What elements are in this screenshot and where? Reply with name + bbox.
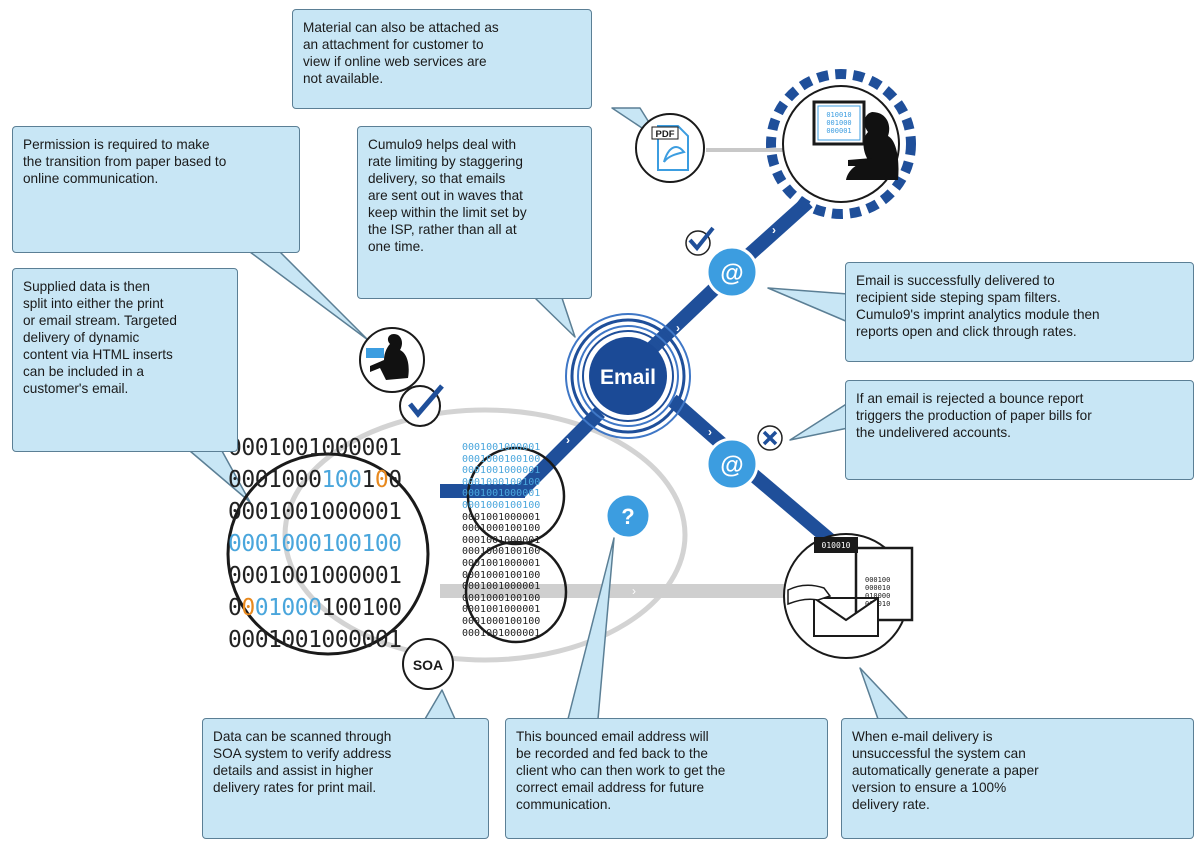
- callout-soa: Data can be scanned through SOA system t…: [202, 718, 489, 839]
- data-cycle-ring: [282, 407, 688, 663]
- recipient-person-icon: [846, 112, 899, 180]
- envelope-icon: [813, 597, 879, 637]
- email-hub-ring: [570, 318, 686, 434]
- data-lens: [226, 452, 430, 656]
- email-hub: [589, 337, 667, 415]
- binary-line: 0001001000001: [228, 563, 402, 589]
- binary-line: 0001000100100: [228, 531, 402, 557]
- callout-bounce: If an email is rejected a bounce report …: [845, 380, 1194, 480]
- email-hub-ring-outer: [565, 313, 691, 439]
- callout-permission: Permission is required to make the trans…: [12, 126, 300, 253]
- callout-tail: [789, 402, 849, 441]
- binary-stream-line: 0001001000001: [462, 604, 541, 616]
- link-chevron: ›: [566, 433, 570, 447]
- bounce-feedback-node: [604, 492, 652, 540]
- paper-tag: 010010: [822, 541, 851, 550]
- pdf-acrobat-icon: [663, 146, 686, 163]
- callout-recorded: This bounced email address will be recor…: [505, 718, 828, 839]
- binary-stream-line: 0001000100100: [462, 523, 541, 535]
- sent-email-node: [705, 245, 759, 299]
- callout-tail: [534, 297, 576, 338]
- callout-tail: [567, 537, 615, 720]
- email-hub-ring: [577, 325, 679, 427]
- callout-rate-limiting: Cumulo9 helps deal with rate limiting by…: [357, 126, 592, 299]
- binary-stream-line: 0001001000001: [462, 557, 541, 569]
- callout-tail: [859, 667, 909, 720]
- binary-stream-line: 0001001000001: [462, 442, 541, 453]
- check-icon: [688, 226, 715, 252]
- recipient-dashed-ring: [766, 69, 916, 219]
- callout-paper: When e-mail delivery is unsuccessful the…: [841, 718, 1194, 839]
- callout-delivered: Email is successfully delivered to recip…: [845, 262, 1194, 362]
- link-chevron: ›: [772, 223, 776, 237]
- stream-lens-small: [466, 446, 566, 546]
- operator-person-icon: [370, 334, 409, 380]
- binary-stream-line: 0001001000001: [462, 465, 541, 477]
- callout-attachment: Material can also be attached as an atta…: [292, 9, 592, 109]
- binary-data-block: 0001001000001 0001000100100 0001001000001 0…: [228, 432, 402, 656]
- paper-tag-bg: [814, 537, 858, 553]
- binary-line: 0001001000001: [228, 627, 402, 653]
- soa-label: SOA: [413, 657, 443, 673]
- link-chevron: ›: [435, 485, 439, 499]
- pdf-label: PDF: [656, 129, 675, 140]
- at-icon: @: [720, 260, 743, 287]
- check-icon: [408, 384, 444, 418]
- email-hub-label: Email: [600, 366, 656, 389]
- binary-stream-line: 0001000100100: [462, 453, 541, 465]
- pdf-label-bg: [651, 126, 679, 140]
- email-hub-ring: [582, 330, 674, 422]
- binary-stream-line: 0001001000001: [462, 627, 541, 639]
- link-chevron: ›: [773, 503, 777, 517]
- reject-icon: [762, 430, 778, 446]
- binary-stream-line: 0001000100100: [462, 615, 541, 627]
- binary-line: 0001000100100: [228, 467, 402, 493]
- link-chevron: ›: [676, 321, 680, 335]
- operator-paper: [366, 348, 384, 358]
- at-icon: @: [720, 452, 743, 479]
- monitor-screen: [817, 105, 861, 141]
- binary-line: 0001000100100: [228, 595, 402, 621]
- binary-stream-line: 0001000100100: [462, 476, 541, 488]
- binary-line: 0001001000001: [228, 499, 402, 525]
- callout-tail: [424, 689, 456, 720]
- binary-stream-line: 0001000100100: [462, 499, 541, 511]
- binary-stream-line: 0001001000001: [462, 488, 541, 500]
- recipient-hand: [848, 158, 872, 166]
- callout-tail: [249, 251, 369, 341]
- question-icon: ?: [621, 504, 634, 529]
- binary-line: 0001001000001: [228, 435, 402, 461]
- bounced-email-node: [705, 437, 759, 491]
- callout-supplied-data: Supplied data is then split into either …: [12, 268, 238, 452]
- soa-node: [402, 638, 454, 690]
- link-chevron: ›: [708, 425, 712, 439]
- binary-stream-line: 0001000100100: [462, 569, 541, 581]
- binary-stream-line: 0001000100100: [462, 592, 541, 604]
- print-stream-chevron: ›: [632, 584, 636, 598]
- stream-lens-lower: [464, 540, 568, 644]
- binary-stream-line: 0001001000001: [462, 511, 541, 523]
- callout-tail: [767, 287, 849, 323]
- hand-icon: [787, 584, 832, 606]
- link-diagonal-to-hub: [515, 407, 605, 497]
- binary-stream-line: 0001001000001: [462, 581, 541, 593]
- binary-stream-line: 0001000100100: [462, 546, 541, 558]
- approval-check-node: [399, 385, 441, 427]
- binary-stream-line: 0001001000001: [462, 534, 541, 546]
- print-stream-bar: [440, 584, 792, 598]
